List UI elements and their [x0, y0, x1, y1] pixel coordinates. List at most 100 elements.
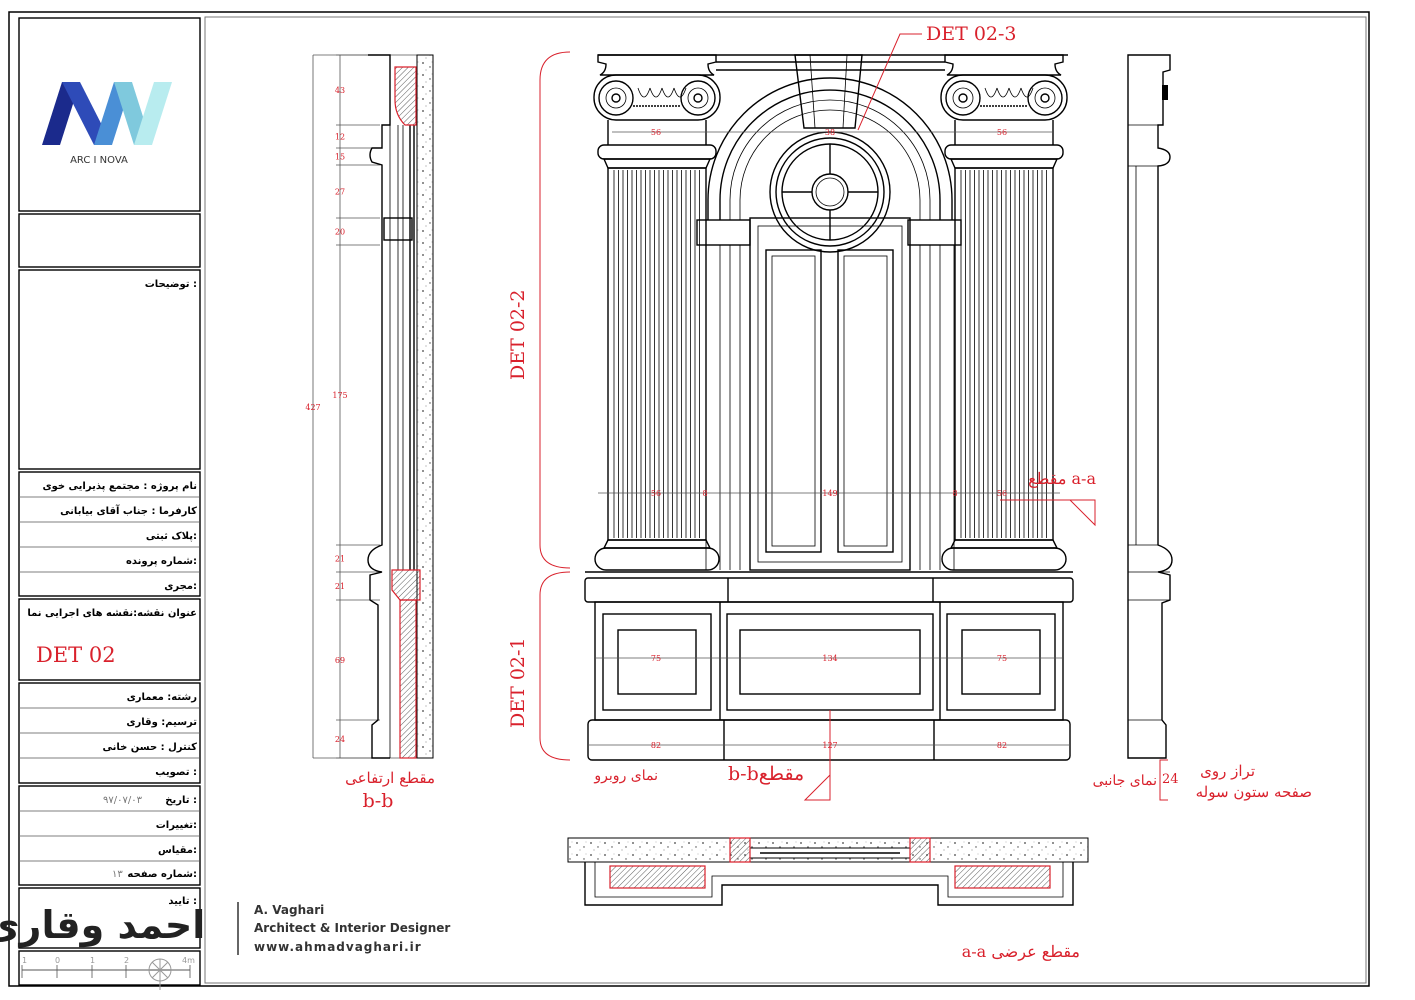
volute-inner: [605, 87, 627, 109]
section-bb-dimension: 12: [335, 133, 345, 142]
det-02-1-label: DET 02-1: [507, 637, 529, 728]
scale-bar-label: 1: [90, 956, 95, 965]
level-note-2: صفحه ستون سوله: [1196, 783, 1312, 801]
section-bb-total: 427: [305, 403, 320, 412]
scale-bar-label: 1: [22, 956, 27, 965]
vaghari-logo: احمد وقاری: [0, 903, 205, 948]
column-base-torus: [941, 547, 1067, 571]
side-elevation-label: نمای جانبی: [1093, 773, 1157, 789]
revisions: تغییرات:: [156, 820, 197, 831]
column-fillet: [602, 158, 712, 169]
section-aa-title: a-a مقطع عرضی: [962, 942, 1080, 961]
section-aa-cut-marker: [1000, 499, 1096, 527]
project-name: نام پروژه : مجتمع پذیرایی خوی: [42, 481, 197, 492]
confirm: تایید :: [168, 896, 197, 907]
dimension-label: 149: [822, 489, 837, 498]
dimension-label: 82: [651, 741, 661, 750]
det-02-2-label: DET 02-2: [507, 289, 529, 380]
dimension-label: 56: [651, 489, 661, 498]
dimension-label: 8: [702, 489, 707, 498]
section-bb-dimension: 21: [335, 555, 345, 564]
client: کارفرما : جناب آقای بیابانی: [60, 504, 197, 517]
volute-inner: [1034, 87, 1056, 109]
plot-number: پلاک ثبتی:: [146, 531, 197, 542]
dimension-label: 75: [997, 654, 1007, 663]
scale-bar-label: 4m: [182, 956, 195, 965]
volute-inner: [687, 87, 709, 109]
checked-by: کنترل : حسن خانی: [102, 742, 197, 753]
section-bb-title: مقطع ارتفاعی: [345, 769, 435, 787]
dimension-label: 56: [997, 128, 1007, 137]
ionic-capital: [593, 74, 721, 121]
date-label: تاریخ :: [165, 795, 197, 806]
notes-label: توضیحات :: [145, 279, 197, 290]
egg-dart: [649, 87, 663, 98]
egg-dart: [673, 87, 687, 98]
section-bb-dimension: 69: [335, 656, 345, 665]
volute-eye: [611, 93, 621, 103]
discipline: رشته: معماری: [127, 692, 198, 703]
dimension-label: 38: [825, 128, 835, 137]
det-02-3-leader: [857, 33, 922, 131]
egg-dart: [1020, 87, 1034, 98]
sheet-value: ۱۳: [112, 869, 123, 880]
dimension-label: 134: [822, 654, 837, 663]
section-aa: [567, 837, 1089, 906]
section-bb-dimension: 15: [335, 153, 345, 162]
level-value: 24: [1162, 772, 1179, 787]
signature-website: www.ahmadvaghari.ir: [254, 940, 422, 954]
drawing-frame: [204, 16, 1367, 984]
drawing-title: عنوان نقشه:نقشه های اجرایی نما: [27, 608, 197, 619]
drawing-code: DET 02: [36, 643, 116, 667]
dimension-label: 82: [997, 741, 1007, 750]
scale-bar: 1 0 1 2 4m: [21, 956, 195, 990]
section-bb-code: b-b: [363, 790, 394, 812]
arc-nova-logo: ARC I NOVA: [42, 82, 172, 166]
compass-icon: [148, 958, 172, 990]
title-block: [18, 17, 201, 986]
column-astragal: [944, 144, 1064, 160]
scale-bar-label: 0: [55, 956, 60, 965]
signature-name: A. Vaghari: [254, 903, 324, 917]
column-base-fillet: [602, 539, 712, 549]
column-astragal: [597, 144, 717, 160]
front-elevation-label: نمای روبرو: [593, 768, 658, 784]
dimension-label: 56: [997, 489, 1007, 498]
column-abacus: [597, 54, 717, 76]
volute-eye: [958, 93, 968, 103]
scale-bar-label: 2: [124, 956, 129, 965]
scale: مقیاس:: [158, 845, 197, 856]
section-bb-dimension: 24: [335, 735, 345, 744]
volute-icon: [680, 80, 716, 116]
section-bb-marker: b-bمقطع: [728, 763, 804, 785]
volute-icon: [1027, 80, 1063, 116]
file-number: شماره پرونده:: [126, 556, 197, 567]
side-elevation: [1127, 54, 1173, 759]
volute-inner: [952, 87, 974, 109]
column-base-fillet: [949, 539, 1059, 549]
approved: تصویب :: [155, 767, 197, 778]
dimension-label: 56: [651, 128, 661, 137]
egg-dart: [637, 87, 651, 98]
volute-icon: [598, 80, 634, 116]
executor: مجری:: [164, 581, 197, 592]
column-base-torus: [594, 547, 720, 571]
egg-dart: [1008, 87, 1022, 98]
section-bb-dimension: 20: [335, 228, 345, 237]
egg-dart: [984, 87, 998, 98]
level-note-1: تراز روی: [1200, 762, 1255, 780]
dimension-label: 8: [952, 489, 957, 498]
volute-icon: [945, 80, 981, 116]
det-02-3-label: DET 02-3: [926, 23, 1017, 45]
drawn-by: ترسیم: وقاری: [126, 717, 197, 728]
sheet-border: [8, 11, 1370, 987]
det-02-1-bracket: [539, 571, 571, 761]
dimension-label: 75: [651, 654, 661, 663]
logo-text: ARC I NOVA: [70, 155, 128, 166]
egg-dart: [661, 87, 675, 98]
ionic-capital: [940, 74, 1068, 121]
volute-eye: [1040, 93, 1050, 103]
section-bb-dimension: 43: [335, 86, 345, 95]
column-abacus: [944, 54, 1064, 76]
